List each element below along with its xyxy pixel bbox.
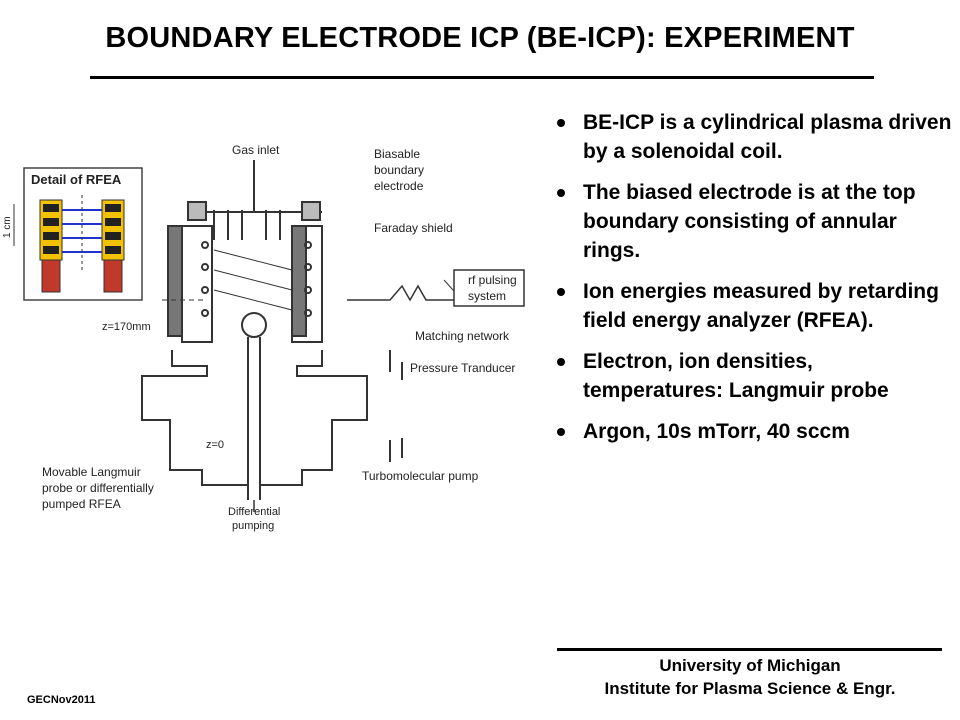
affiliation-line-2: Institute for Plasma Science & Engr. bbox=[604, 679, 896, 698]
chamber-drawing bbox=[141, 160, 525, 512]
bullet-list: BE-ICP is a cylindrical plasma driven by… bbox=[555, 108, 955, 458]
bullet-text: The biased electrode is at the top bound… bbox=[583, 181, 916, 262]
bullet-dot-icon bbox=[557, 119, 565, 127]
bullet-text: Argon, 10s mTorr, 40 sccm bbox=[583, 420, 850, 443]
bullet-item: Electron, ion densities, temperatures: L… bbox=[555, 347, 955, 405]
biasable-label-2: boundary bbox=[374, 163, 424, 177]
diagram-labels: Gas inlet Biasable boundary electrode Fa… bbox=[42, 143, 517, 532]
turbo-label: Turbomolecular pump bbox=[362, 469, 479, 483]
bullet-item: BE-ICP is a cylindrical plasma driven by… bbox=[555, 108, 955, 166]
matching-label: Matching network bbox=[415, 329, 510, 343]
affiliation-line-1: University of Michigan bbox=[659, 656, 841, 675]
conference-footer: GECNov2011 bbox=[27, 694, 96, 706]
affiliation: University of Michigan Institute for Pla… bbox=[540, 654, 960, 700]
slide-title: BOUNDARY ELECTRODE ICP (BE-ICP): EXPERIM… bbox=[105, 22, 855, 54]
z0-label: z=0 bbox=[206, 439, 224, 451]
rf-label-1: rf pulsing bbox=[468, 273, 517, 287]
bullet-item: Ion energies measured by retarding field… bbox=[555, 277, 955, 335]
bullet-text: Electron, ion densities, temperatures: L… bbox=[583, 350, 889, 402]
gas-inlet-label: Gas inlet bbox=[232, 143, 280, 157]
bullet-dot-icon bbox=[557, 428, 565, 436]
bullet-dot-icon bbox=[557, 358, 565, 366]
faraday-label: Faraday shield bbox=[374, 221, 453, 235]
bullet-dot-icon bbox=[557, 288, 565, 296]
rf-label-2: system bbox=[468, 289, 506, 303]
movable-label-3: pumped RFEA bbox=[42, 497, 121, 511]
bullet-item: Argon, 10s mTorr, 40 sccm bbox=[555, 417, 955, 446]
biasable-label-1: Biasable bbox=[374, 147, 420, 161]
z170-label: z=170mm bbox=[102, 321, 151, 333]
movable-label-2: probe or differentially bbox=[42, 481, 154, 495]
diff-label-1: Differential bbox=[228, 506, 280, 518]
footer-rule bbox=[557, 648, 942, 651]
diff-label-2: pumping bbox=[232, 520, 274, 532]
bullet-dot-icon bbox=[557, 189, 565, 197]
biasable-label-3: electrode bbox=[374, 179, 424, 193]
title-underline bbox=[90, 76, 874, 79]
pressure-label: Pressure Tranducer bbox=[410, 361, 515, 375]
detail-title: Detail of RFEA bbox=[31, 172, 122, 187]
bullet-text: Ion energies measured by retarding field… bbox=[583, 280, 939, 332]
rfea-detail-inset: Detail of RFEA 1 cm bbox=[2, 167, 143, 301]
bullet-text: BE-ICP is a cylindrical plasma driven by… bbox=[583, 111, 952, 163]
movable-label-1: Movable Langmuir bbox=[42, 465, 141, 479]
scale-label: 1 cm bbox=[2, 216, 13, 238]
be-icp-schematic: Detail of RFEA 1 cm bbox=[2, 140, 539, 540]
bullet-item: The biased electrode is at the top bound… bbox=[555, 178, 955, 265]
